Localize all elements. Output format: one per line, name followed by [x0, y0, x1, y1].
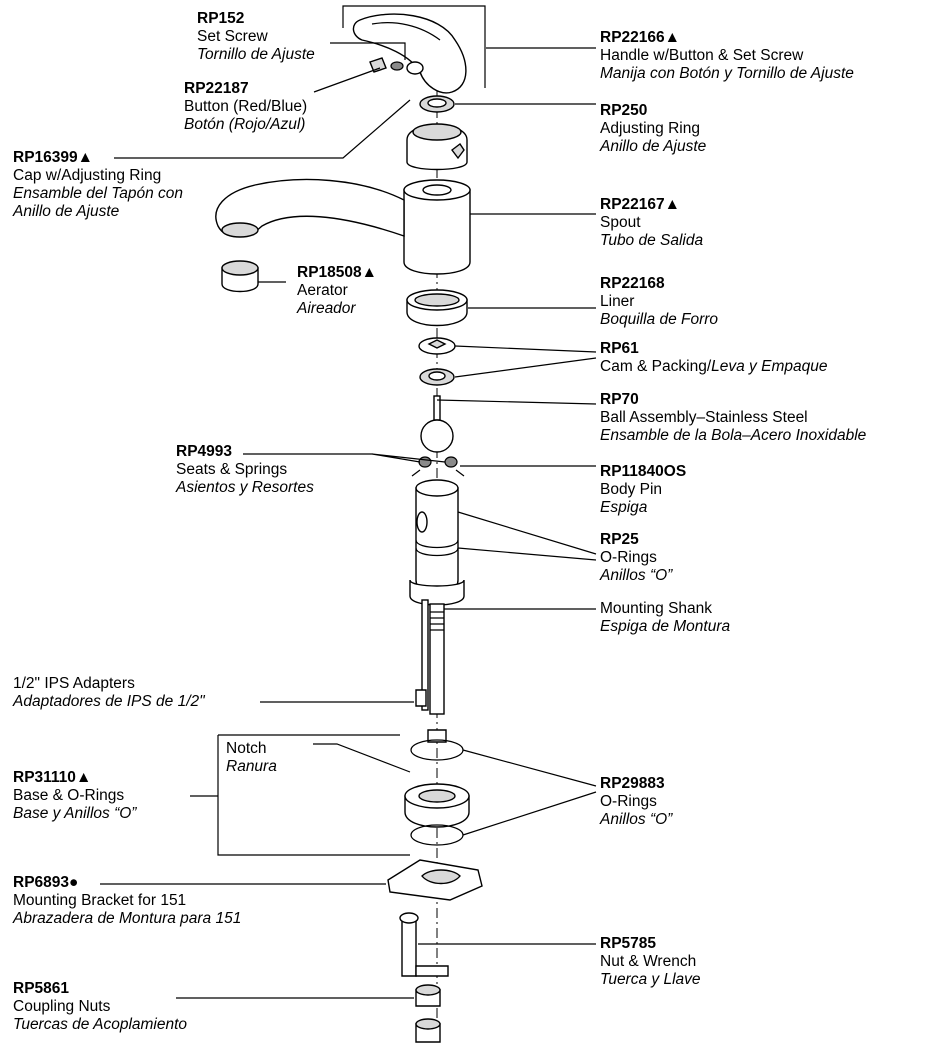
cam-slot	[427, 339, 447, 349]
spout-arm-part	[215, 178, 405, 238]
valve-body-port	[416, 511, 428, 533]
label-rp22167: RP22167▲ Spout Tubo de Salida	[600, 196, 704, 249]
leader-rp70	[436, 399, 597, 405]
label-rp22168: RP22168 Liner Boquilla de Forro	[600, 275, 719, 328]
supply-tube-part	[421, 599, 429, 711]
liner-inner	[414, 293, 460, 307]
valve-body-orings	[415, 539, 459, 557]
label-rp250: RP250 Adjusting Ring Anillo de Ajuste	[600, 102, 707, 155]
valve-body-flange	[409, 579, 465, 606]
leader-rp31110	[190, 734, 410, 856]
spout-body-part	[403, 189, 471, 275]
seat-left	[418, 456, 432, 468]
aerator-top	[221, 260, 259, 276]
wrench-handle-part	[415, 965, 449, 977]
label-mounting-shank: Mounting Shank Espiga de Montura	[600, 600, 731, 635]
packing-hole	[428, 371, 446, 381]
label-rp22187: RP22187 Button (Red/Blue) Botón (Rojo/Az…	[184, 80, 308, 133]
spout-outlet	[221, 222, 259, 238]
ips-adapter-part	[415, 689, 427, 707]
coupling-nut-2-top	[415, 1018, 441, 1030]
mounting-bracket-slot	[421, 869, 461, 885]
label-notch: Notch Ranura	[226, 740, 277, 775]
leader-rp152	[330, 42, 406, 60]
base-inner	[418, 789, 456, 803]
cap-top-opening	[412, 123, 462, 141]
seat-right	[444, 456, 458, 468]
leader-rp25	[457, 511, 597, 561]
label-ips-adapters: 1/2" IPS Adapters Adaptadores de IPS de …	[13, 675, 205, 710]
label-rp16399: RP16399▲ Cap w/Adjusting Ring Ensamble d…	[13, 149, 184, 220]
nut-wrench-top	[399, 912, 419, 924]
leader-rp29883	[462, 749, 597, 836]
nut-wrench-shaft	[401, 917, 417, 977]
valve-body-top	[415, 479, 459, 497]
button-part	[369, 57, 387, 73]
leader-notch	[313, 743, 411, 773]
label-rp61: RP61 Cam & Packing/Leva y Empaque	[600, 340, 828, 375]
leader-rp61	[454, 345, 597, 378]
label-rp18508: RP18508▲ Aerator Aireador	[297, 264, 377, 317]
handle-part	[352, 13, 467, 94]
cap-notch	[451, 142, 465, 160]
label-rp29883: RP29883 O-Rings Anillos “O”	[600, 775, 673, 828]
leader-rp22187	[313, 67, 381, 93]
label-rp4993: RP4993 Seats & Springs Asientos y Resort…	[176, 443, 314, 496]
label-rp31110: RP31110▲ Base & O-Rings Base y Anillos “…	[13, 769, 137, 822]
ball-part	[420, 419, 454, 453]
mounting-shank-part	[429, 603, 445, 715]
valve-body-part	[415, 487, 459, 596]
leader-rp4993	[243, 453, 446, 463]
handle-inset-frame	[342, 5, 486, 88]
coupling-nut-1-top	[415, 984, 441, 996]
label-rp70: RP70 Ball Assembly–Stainless Steel Ensam…	[600, 391, 867, 444]
shank-nut-part	[427, 729, 447, 743]
spring-hints	[411, 469, 465, 477]
label-rp5861: RP5861 Coupling Nuts Tuercas de Acoplami…	[13, 980, 188, 1033]
set-screw-hole	[406, 61, 424, 75]
set-screw-part	[390, 61, 404, 71]
label-rp6893: RP6893● Mounting Bracket for 151 Abrazad…	[13, 874, 242, 927]
adjusting-ring-hole	[427, 98, 447, 108]
label-rp152: RP152 Set Screw Tornillo de Ajuste	[197, 10, 315, 63]
label-rp25: RP25 O-Rings Anillos “O”	[600, 531, 673, 584]
leader-rp16399	[114, 99, 411, 159]
label-rp22166: RP22166▲ Handle w/Button & Set Screw Man…	[600, 29, 854, 82]
label-rp5785: RP5785 Nut & Wrench Tuerca y Llave	[600, 935, 701, 988]
spout-top-hole	[422, 184, 452, 196]
label-rp11840os: RP11840OS Body Pin Espiga	[600, 463, 687, 516]
handle-highlight	[371, 22, 441, 41]
shank-threads	[430, 611, 444, 631]
